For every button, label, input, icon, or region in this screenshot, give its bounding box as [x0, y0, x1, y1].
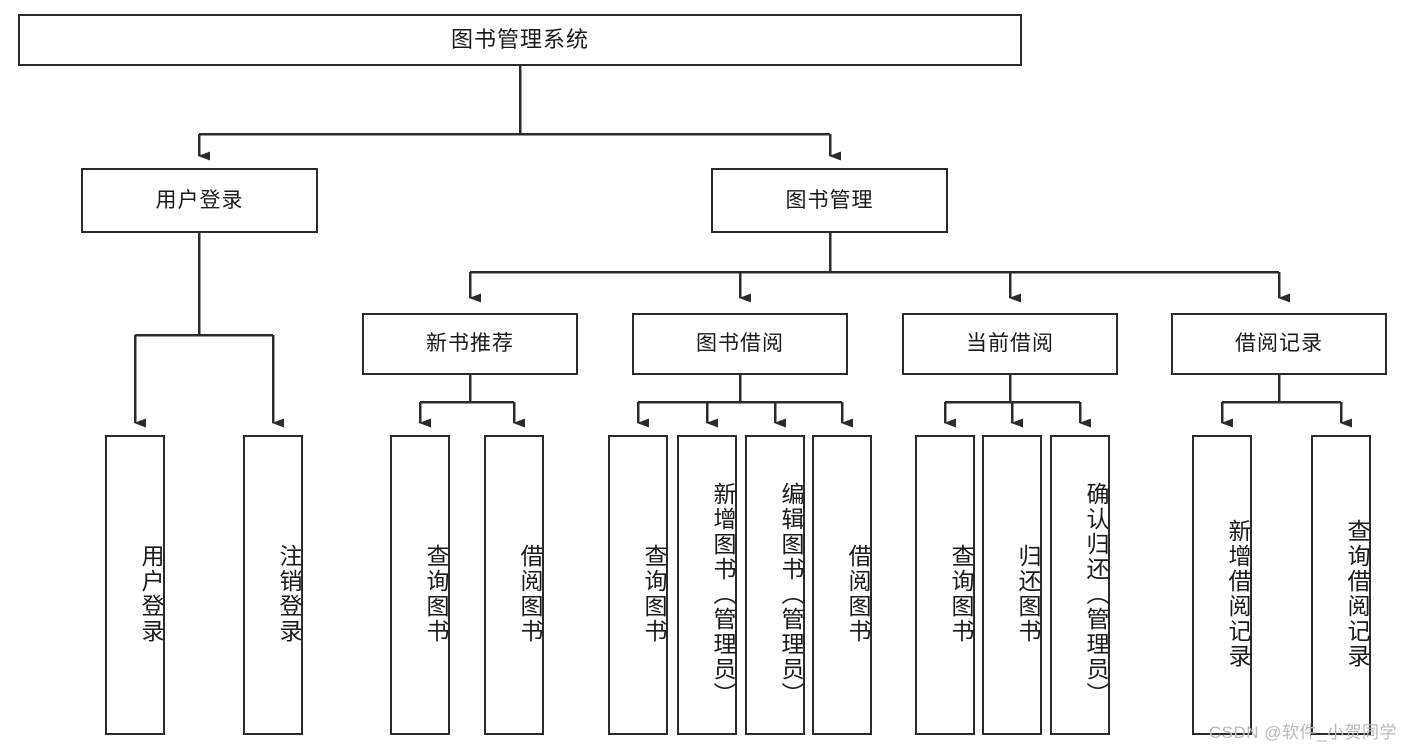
node-label: 用户登录: [155, 188, 244, 212]
leaf-new-book-borrow[interactable]: 借阅图书: [484, 435, 544, 735]
leaf-new-book-query[interactable]: 查询图书: [390, 435, 450, 735]
node-label: 图书管理: [785, 188, 874, 212]
node-label: 查询借阅记录: [1344, 519, 1370, 669]
node-label: 查询图书: [948, 544, 974, 644]
node-label: 新增借阅记录: [1225, 519, 1251, 669]
leaf-user-login-logout[interactable]: 注销登录: [243, 435, 303, 735]
node-label: 图书管理系统: [450, 26, 589, 52]
node-label: 编辑图书（管理员）: [778, 481, 804, 707]
leaf-borrow-record-add[interactable]: 新增借阅记录: [1192, 435, 1252, 735]
node-label: 注销登录: [276, 544, 302, 644]
leaf-current-borrow-return[interactable]: 归还图书: [982, 435, 1042, 735]
leaf-current-borrow-confirm[interactable]: 确认归还（管理员）: [1050, 435, 1110, 735]
node-label: 借阅图书: [517, 544, 543, 644]
node-label: 图书借阅: [696, 332, 784, 356]
node-new-book-recommend[interactable]: 新书推荐: [362, 313, 578, 375]
leaf-current-borrow-query[interactable]: 查询图书: [915, 435, 975, 735]
node-label: 借阅图书: [845, 544, 871, 644]
node-label: 当前借阅: [966, 332, 1054, 356]
node-label: 新书推荐: [426, 332, 514, 356]
node-current-borrow[interactable]: 当前借阅: [902, 313, 1118, 375]
node-borrow-record[interactable]: 借阅记录: [1171, 313, 1387, 375]
node-label: 确认归还（管理员）: [1083, 481, 1109, 707]
node-label: 新增图书（管理员）: [710, 481, 736, 707]
node-label: 借阅记录: [1235, 332, 1323, 356]
leaf-borrow-record-query[interactable]: 查询借阅记录: [1311, 435, 1371, 735]
leaf-book-borrow-add[interactable]: 新增图书（管理员）: [677, 435, 737, 735]
node-root-system[interactable]: 图书管理系统: [18, 14, 1022, 66]
node-book-management[interactable]: 图书管理: [711, 168, 948, 233]
leaf-book-borrow-edit[interactable]: 编辑图书（管理员）: [745, 435, 805, 735]
node-label: 归还图书: [1015, 544, 1041, 644]
node-book-borrow[interactable]: 图书借阅: [632, 313, 848, 375]
leaf-book-borrow-query[interactable]: 查询图书: [608, 435, 668, 735]
node-user-login[interactable]: 用户登录: [81, 168, 318, 233]
node-label: 用户登录: [138, 544, 164, 644]
leaf-book-borrow-borrow[interactable]: 借阅图书: [812, 435, 872, 735]
node-label: 查询图书: [423, 544, 449, 644]
node-label: 查询图书: [641, 544, 667, 644]
leaf-user-login-login[interactable]: 用户登录: [105, 435, 165, 735]
